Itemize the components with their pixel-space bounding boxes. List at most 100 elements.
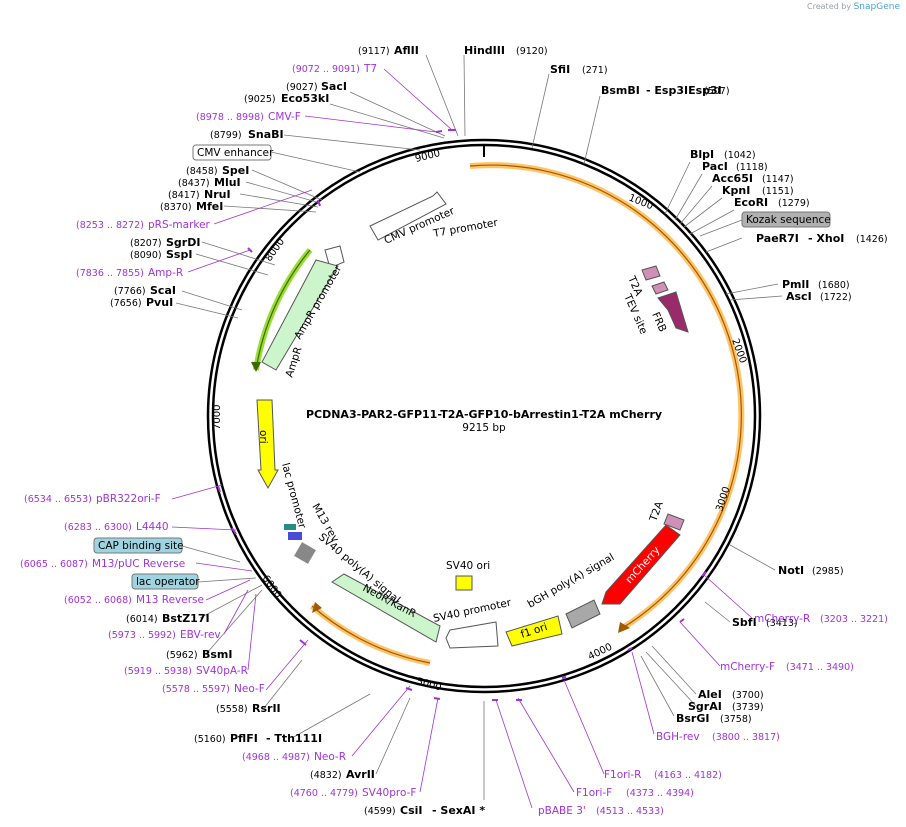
primer-pos-f1ori-f: (4373 .. 4394) [626, 788, 694, 799]
enzyme-name-kpni: KpnI [722, 184, 750, 197]
enzyme-pos-sgrdi: (8207) [130, 238, 162, 249]
enzyme-leaders [175, 54, 783, 800]
boxed-labels: CMV enhancer Kozak sequence CAP binding … [93, 144, 831, 590]
primer-pos-m13-reverse: (6052 .. 6068) [64, 595, 132, 606]
primer-pos-pbr322ori-f: (6534 .. 6553) [24, 494, 92, 505]
sv40-promoter-arrow [445, 621, 499, 649]
enzyme-pos-blpi: (1042) [724, 150, 756, 161]
backbone-outer [206, 138, 762, 694]
orf-arrow-ampr [251, 362, 261, 372]
feature-label-frb: FRB [649, 310, 668, 334]
primer-name-m13-puc-reverse: M13/pUC Reverse [92, 558, 185, 570]
ampr-arrow [261, 259, 339, 371]
enzyme-name-snabi: SnaBI [248, 128, 284, 141]
enzyme-pos-acc65i: (1147) [762, 174, 794, 185]
enzyme-name-noti: NotI [778, 564, 804, 577]
features [256, 191, 689, 649]
enzyme-pos-bstz17i: (6014) [126, 614, 158, 625]
enzyme-pos-sspi: (8090) [130, 250, 162, 261]
enzyme-name-acc65i: Acc65I [712, 172, 753, 185]
enzyme-pos-pflfi: (5160) [194, 734, 226, 745]
primer-name-prs-marker: pRS-marker [148, 219, 211, 231]
enzyme-pos-asci: (1722) [820, 292, 852, 303]
primer-pos-amp-r: (7836 .. 7855) [76, 268, 144, 279]
enzyme-pos-mfei: (8370) [160, 202, 192, 213]
primer-name-cmv-f: CMV-F [268, 111, 301, 123]
enzyme-pos-sbfi: (3413) [766, 618, 798, 629]
bgh-polya-box [565, 599, 601, 629]
primer-name-pbr322ori-f: pBR322ori-F [96, 493, 161, 505]
box-label-kozak-sequence: Kozak sequence [746, 214, 831, 226]
primer-pos-m13-puc-reverse: (6065 .. 6087) [20, 559, 88, 570]
primer-pos-prs-marker: (8253 .. 8272) [76, 220, 144, 231]
cap-binding-site-box [93, 537, 183, 554]
enzyme-name-sexai: - SexAI * [432, 804, 485, 817]
plasmid-name: PCDNA3-PAR2-GFP11-T2A-GFP10-bArrestin1-T… [306, 408, 662, 421]
enzyme-name-nrui: NruI [204, 188, 231, 201]
primer-name-mcherry-r: mCherry-R [754, 613, 810, 625]
enzyme-name-tth111i: - Tth111I [266, 732, 322, 745]
enzyme-pos-ecori: (1279) [778, 198, 810, 209]
enzyme-name-bsmi: BsmI [202, 648, 233, 661]
primer-pos-neo-f: (5578 .. 5597) [162, 684, 230, 695]
enzyme-name-saci: SacI [321, 80, 347, 93]
primer-pos-cmv-f: (8978 .. 8998) [196, 112, 264, 123]
primer-pos-ebv-rev: (5973 .. 5992) [108, 630, 176, 641]
feature-label-sv40-promoter: SV40 promoter [432, 597, 513, 625]
primer-pos-neo-r: (4968 .. 4987) [242, 752, 310, 763]
enzyme-name-blpi: BlpI [690, 148, 714, 161]
enzyme-name-bsrgi: BsrGI [676, 712, 709, 725]
enzyme-name-pmli: PmlI [782, 278, 809, 291]
enzyme-name-paer7i: PaeR7I [756, 232, 799, 245]
primer-name-neo-r: Neo-R [314, 751, 346, 763]
feature-label-ori: ori [257, 430, 269, 444]
enzyme-name-pvui: PvuI [146, 296, 173, 309]
enzyme-name-alei: AleI [698, 688, 722, 701]
cmv-enhancer-box [192, 144, 272, 161]
primer-name-neo-f: Neo-F [234, 683, 265, 695]
orf-arc-ampr-line [255, 249, 311, 371]
primer-marks [217, 129, 707, 701]
enzyme-pos-pvui: (7656) [110, 298, 142, 309]
primer-leaders [171, 68, 753, 809]
enzyme-name-csii: CsiI [400, 804, 422, 817]
primer-name-mcherry-f: mCherry-F [720, 661, 775, 673]
primer-name-f1ori-f: F1ori-F [576, 787, 612, 799]
orf-arc-neo-line [311, 605, 431, 664]
feature-label-t2a-lower: T2A [647, 499, 666, 524]
enzyme-name-sgrdi: SgrDI [166, 236, 200, 249]
primer-pos-sv40pro-f: (4760 .. 4779) [290, 788, 358, 799]
enzyme-pos-avrii: (4832) [310, 770, 342, 781]
enzyme-name-avrii: AvrII [346, 768, 375, 781]
primer-name-t7: T7 [363, 63, 377, 75]
enzyme-name-rsrii: RsrII [252, 702, 281, 715]
primer-pos-t7: (9072 .. 9091) [292, 64, 360, 75]
primer-name-ebv-rev: EBV-rev [180, 629, 221, 641]
enzyme-name-mfei: MfeI [196, 200, 223, 213]
enzyme-name-eco53ki: Eco53kI [281, 92, 329, 105]
enzyme-pos-eco53ki: (9025) [244, 94, 276, 105]
tick-5000: 5000 [415, 676, 442, 693]
enzyme-pos-spei: (8458) [186, 166, 218, 177]
enzyme-pos-rsrii: (5558) [216, 704, 248, 715]
primer-pos-sv40pa-r: (5919 .. 5938) [124, 666, 192, 677]
feature-label-tev-site: TEV site [621, 291, 650, 336]
primer-name-m13-reverse: M13 Reverse [136, 594, 204, 606]
box-label-cmv-enhancer: CMV enhancer [197, 147, 274, 159]
cap-binding-site [284, 524, 296, 530]
enzyme-labels: (9117) AflII HindIII (9120) SfiI (271) B… [110, 44, 888, 817]
primer-pos-f1ori-r: (4163 .. 4182) [654, 770, 722, 781]
enzyme-pos-alei: (3700) [732, 690, 764, 701]
enzyme-pos-bsmbi: (507) [704, 86, 730, 97]
primer-name-sv40pro-f: SV40pro-F [362, 787, 416, 799]
mcherry-arrow [601, 524, 681, 605]
enzyme-name-sgrai: SgrAI [688, 700, 722, 713]
enzyme-name-sbfi: SbfI [732, 616, 757, 629]
enzyme-name-sfii: SfiI [550, 63, 570, 76]
enzyme-pos-mlui: (8437) [178, 178, 210, 189]
tick-8000: 8000 [263, 237, 287, 264]
tick-6000: 6000 [260, 573, 284, 600]
t2a-box-lower [663, 513, 685, 531]
enzyme-pos-bsrgi: (3758) [720, 714, 752, 725]
snapgene-logo: SnapGene [853, 2, 900, 12]
